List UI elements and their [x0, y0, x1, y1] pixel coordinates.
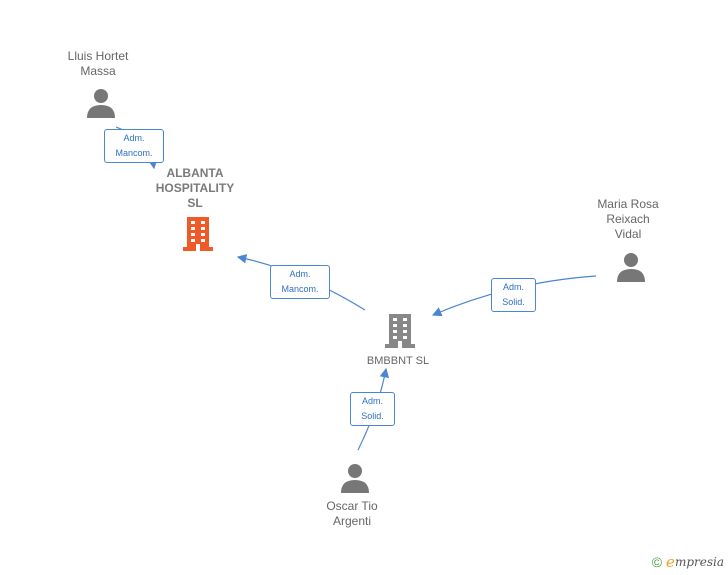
footer-brand: © e mpresia [652, 553, 724, 571]
copyright-symbol: © [651, 554, 663, 570]
node-label-lluis: Lluis Hortet Massa [67, 49, 129, 78]
building-icon[interactable] [183, 217, 213, 251]
node-label-oscar: Oscar Tio Argenti [326, 499, 378, 528]
person-icon[interactable] [340, 463, 370, 493]
edge-label-bmbbnt-albanta[interactable]: Adm. Mancom. [270, 265, 330, 299]
edge-label-oscar-bmbbnt[interactable]: Adm. Solid. [350, 392, 395, 426]
brand-name: mpresia [674, 555, 724, 569]
node-label-bmbbnt: BMBBNT SL [366, 355, 430, 367]
node-label-maria: Maria Rosa Reixach Vidal [597, 197, 659, 241]
person-icon[interactable] [86, 88, 116, 118]
building-icon[interactable] [385, 314, 415, 348]
person-icon[interactable] [616, 252, 646, 282]
brand-logo-e: e [666, 553, 675, 571]
edge-label-lluis-albanta[interactable]: Adm. Mancom. [104, 129, 164, 163]
edge-label-maria-bmbbnt[interactable]: Adm. Solid. [491, 278, 536, 312]
node-label-albanta: ALBANTA HOSPITALITY SL [155, 166, 235, 210]
